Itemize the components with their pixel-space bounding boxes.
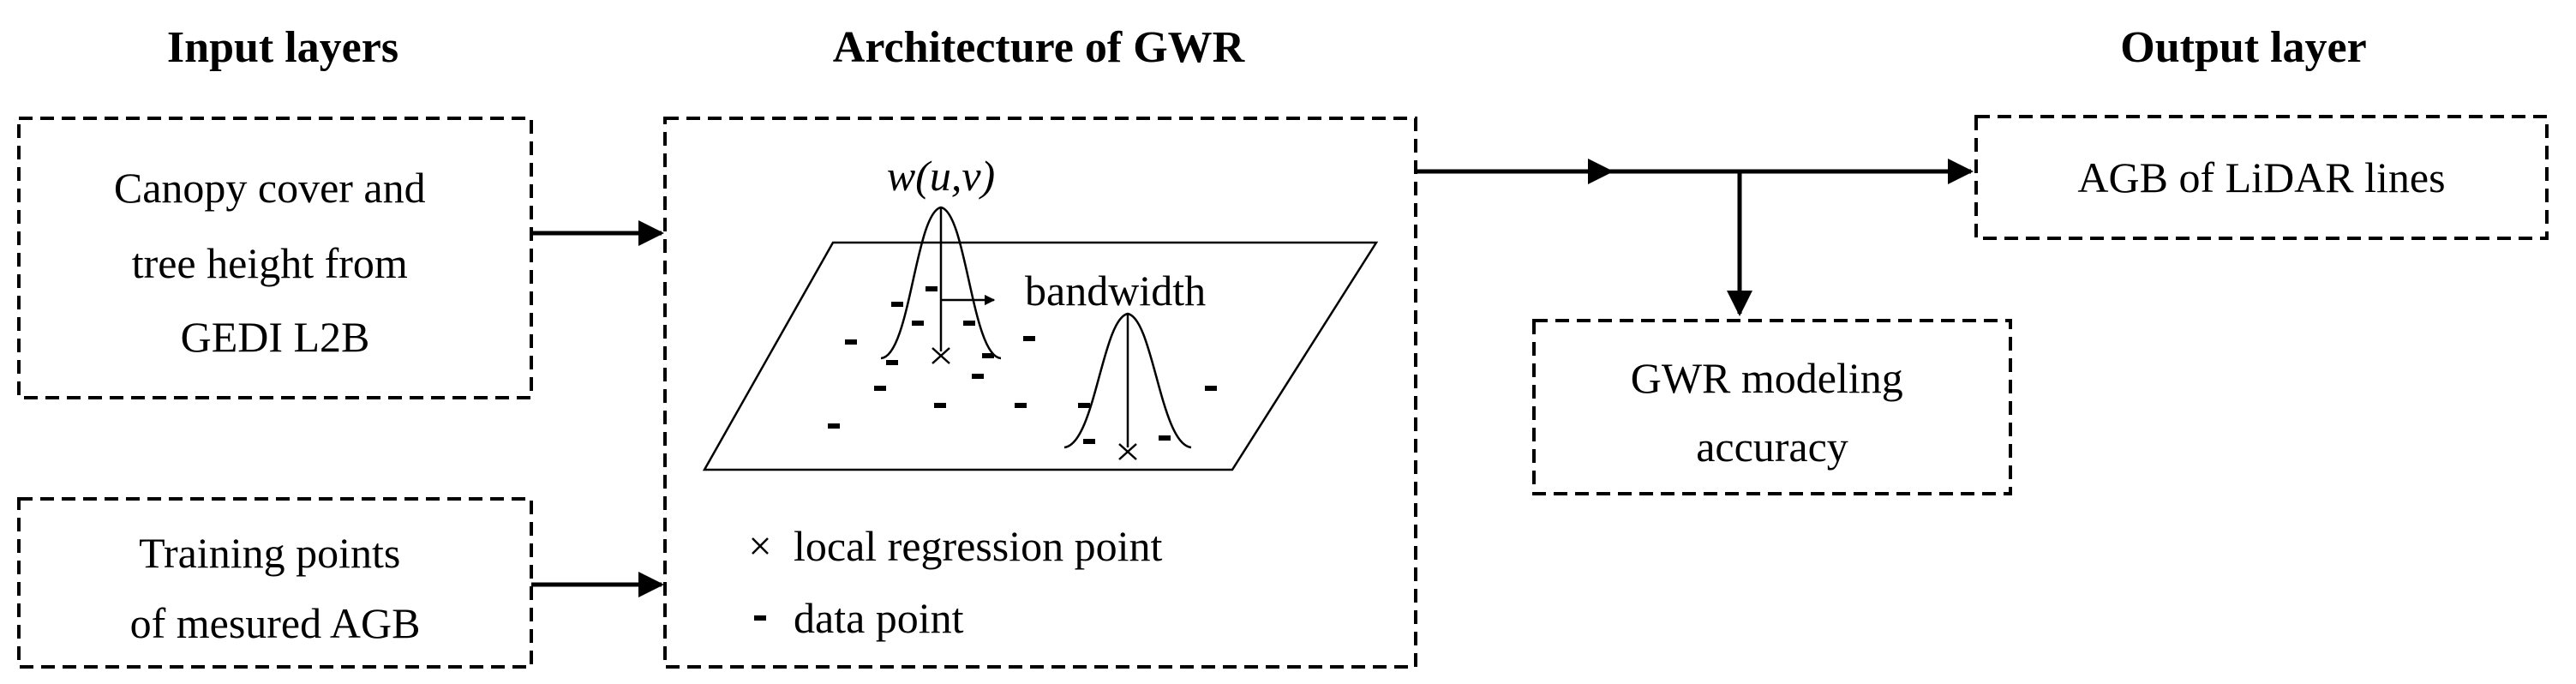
accuracy-output-box	[1532, 319, 2012, 495]
canopy-input-box	[17, 117, 533, 399]
data-point	[1023, 336, 1035, 341]
input-layers-header: Input layers	[167, 23, 398, 72]
agb-output-text: AGB of LiDAR lines	[2077, 153, 2445, 201]
legend-local-point-marker	[752, 537, 769, 555]
data-points	[828, 286, 1217, 444]
spatial-plane	[702, 241, 1379, 471]
legend-data-point-label: data point	[794, 594, 964, 642]
data-point	[874, 386, 886, 391]
data-point	[982, 353, 994, 358]
training-input-box	[17, 497, 533, 669]
legend-local-point-label: local regression point	[794, 522, 1163, 570]
data-point	[1083, 439, 1095, 444]
data-point	[1159, 435, 1171, 441]
data-point	[972, 374, 984, 379]
data-point	[1078, 403, 1090, 408]
bandwidth-label: bandwidth	[1025, 267, 1206, 315]
weight-function-label: w(u,v)	[887, 152, 995, 200]
data-point	[828, 423, 840, 429]
data-point	[1015, 403, 1027, 408]
local-regression-point-2	[1118, 443, 1137, 460]
training-input-text: Training points of mesured AGB	[130, 529, 421, 647]
data-point	[1205, 386, 1217, 391]
data-point	[912, 321, 924, 326]
data-point	[886, 360, 898, 365]
output-layer-header: Output layer	[2120, 23, 2366, 72]
legend-data-point-marker	[754, 615, 766, 621]
gwr-architecture-box	[663, 117, 1417, 669]
data-point	[845, 339, 857, 345]
data-point	[891, 302, 903, 307]
agb-output-box	[1974, 115, 2549, 240]
architecture-header: Architecture of GWR	[833, 23, 1246, 72]
data-point	[926, 286, 938, 291]
data-point	[963, 321, 975, 326]
canopy-input-text: Canopy cover and tree height from GEDI L…	[114, 164, 436, 361]
data-point	[934, 403, 946, 408]
accuracy-output-text: GWR modeling accuracy	[1631, 354, 1914, 471]
local-regression-point-1	[932, 347, 950, 364]
